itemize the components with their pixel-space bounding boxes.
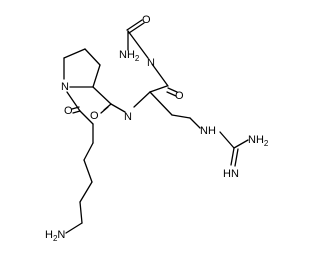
arg-n-pro-co-bond [110, 103, 126, 113]
arg-guanidine-nh-label: NH [200, 125, 216, 137]
pro-alpha-co-bond [92, 86, 112, 105]
arg-side-chain-bond-1 [149, 91, 173, 116]
pro-ring-bond-2 [84, 48, 101, 66]
structure-canvas: O NH2 N O N O O N NH NH2 HN H2N [45, 14, 269, 243]
guanidine-c-bond [219, 131, 235, 149]
arg-amide-nitrogen-label: N [124, 111, 132, 123]
arg-co-c-bond [149, 85, 168, 93]
gly-n-co-bond [151, 63, 169, 87]
molecule-drawing: O NH2 N O N O O N NH NH2 HN H2N [45, 14, 269, 243]
chain-bond-4 [83, 159, 93, 183]
arg-side-chain-bond-2 [171, 114, 191, 119]
arg-alpha-n-bond [133, 91, 151, 108]
guanidine-nh2-label: NH2 [248, 134, 269, 148]
atom-labels: O NH2 N O N O O N NH NH2 HN H2N [45, 14, 269, 243]
acyl-o-bond-b [71, 106, 80, 110]
proline-nitrogen-label: N [61, 81, 69, 93]
amide-carbonyl-bond-a [126, 19, 143, 31]
arg-co-o-bond-b [166, 91, 177, 97]
guanidine-imine-bond-b [234, 148, 239, 167]
amide-oxygen-label: O [142, 14, 151, 26]
chain-bond-1 [79, 110, 94, 125]
pro-ring-bond-3 [63, 48, 86, 59]
acyl-oxygen-label: O [64, 105, 73, 117]
pro-co-o-bond-b [100, 106, 109, 114]
chain-bond-5 [79, 181, 93, 203]
pro-ring-bond-1 [92, 64, 101, 88]
proline-carbonyl-oxygen-label: O [90, 110, 99, 122]
guanidine-imine-bond-a [230, 147, 235, 166]
acyl-o-bond-a [72, 110, 81, 114]
amide-carbonyl-bond-b [128, 22, 145, 34]
chain-bond-6 [79, 201, 83, 224]
amide-nh2-label: NH2 [119, 49, 140, 63]
gly-nitrogen-label: N [147, 57, 155, 69]
gly-ch2-bond [127, 30, 149, 59]
guanidine-imine-label: HN [223, 168, 239, 180]
chain-bond-3 [83, 142, 94, 161]
chain-bond-7 [65, 222, 83, 234]
arg-co-o-bond-a [167, 87, 178, 93]
arg-side-chain-bond-3 [189, 117, 201, 129]
arg-carbonyl-oxygen-label: O [175, 90, 184, 102]
terminal-amine-label: H2N [45, 229, 65, 243]
guanidine-nh2-bond [233, 139, 249, 149]
bond-lines [63, 19, 249, 234]
